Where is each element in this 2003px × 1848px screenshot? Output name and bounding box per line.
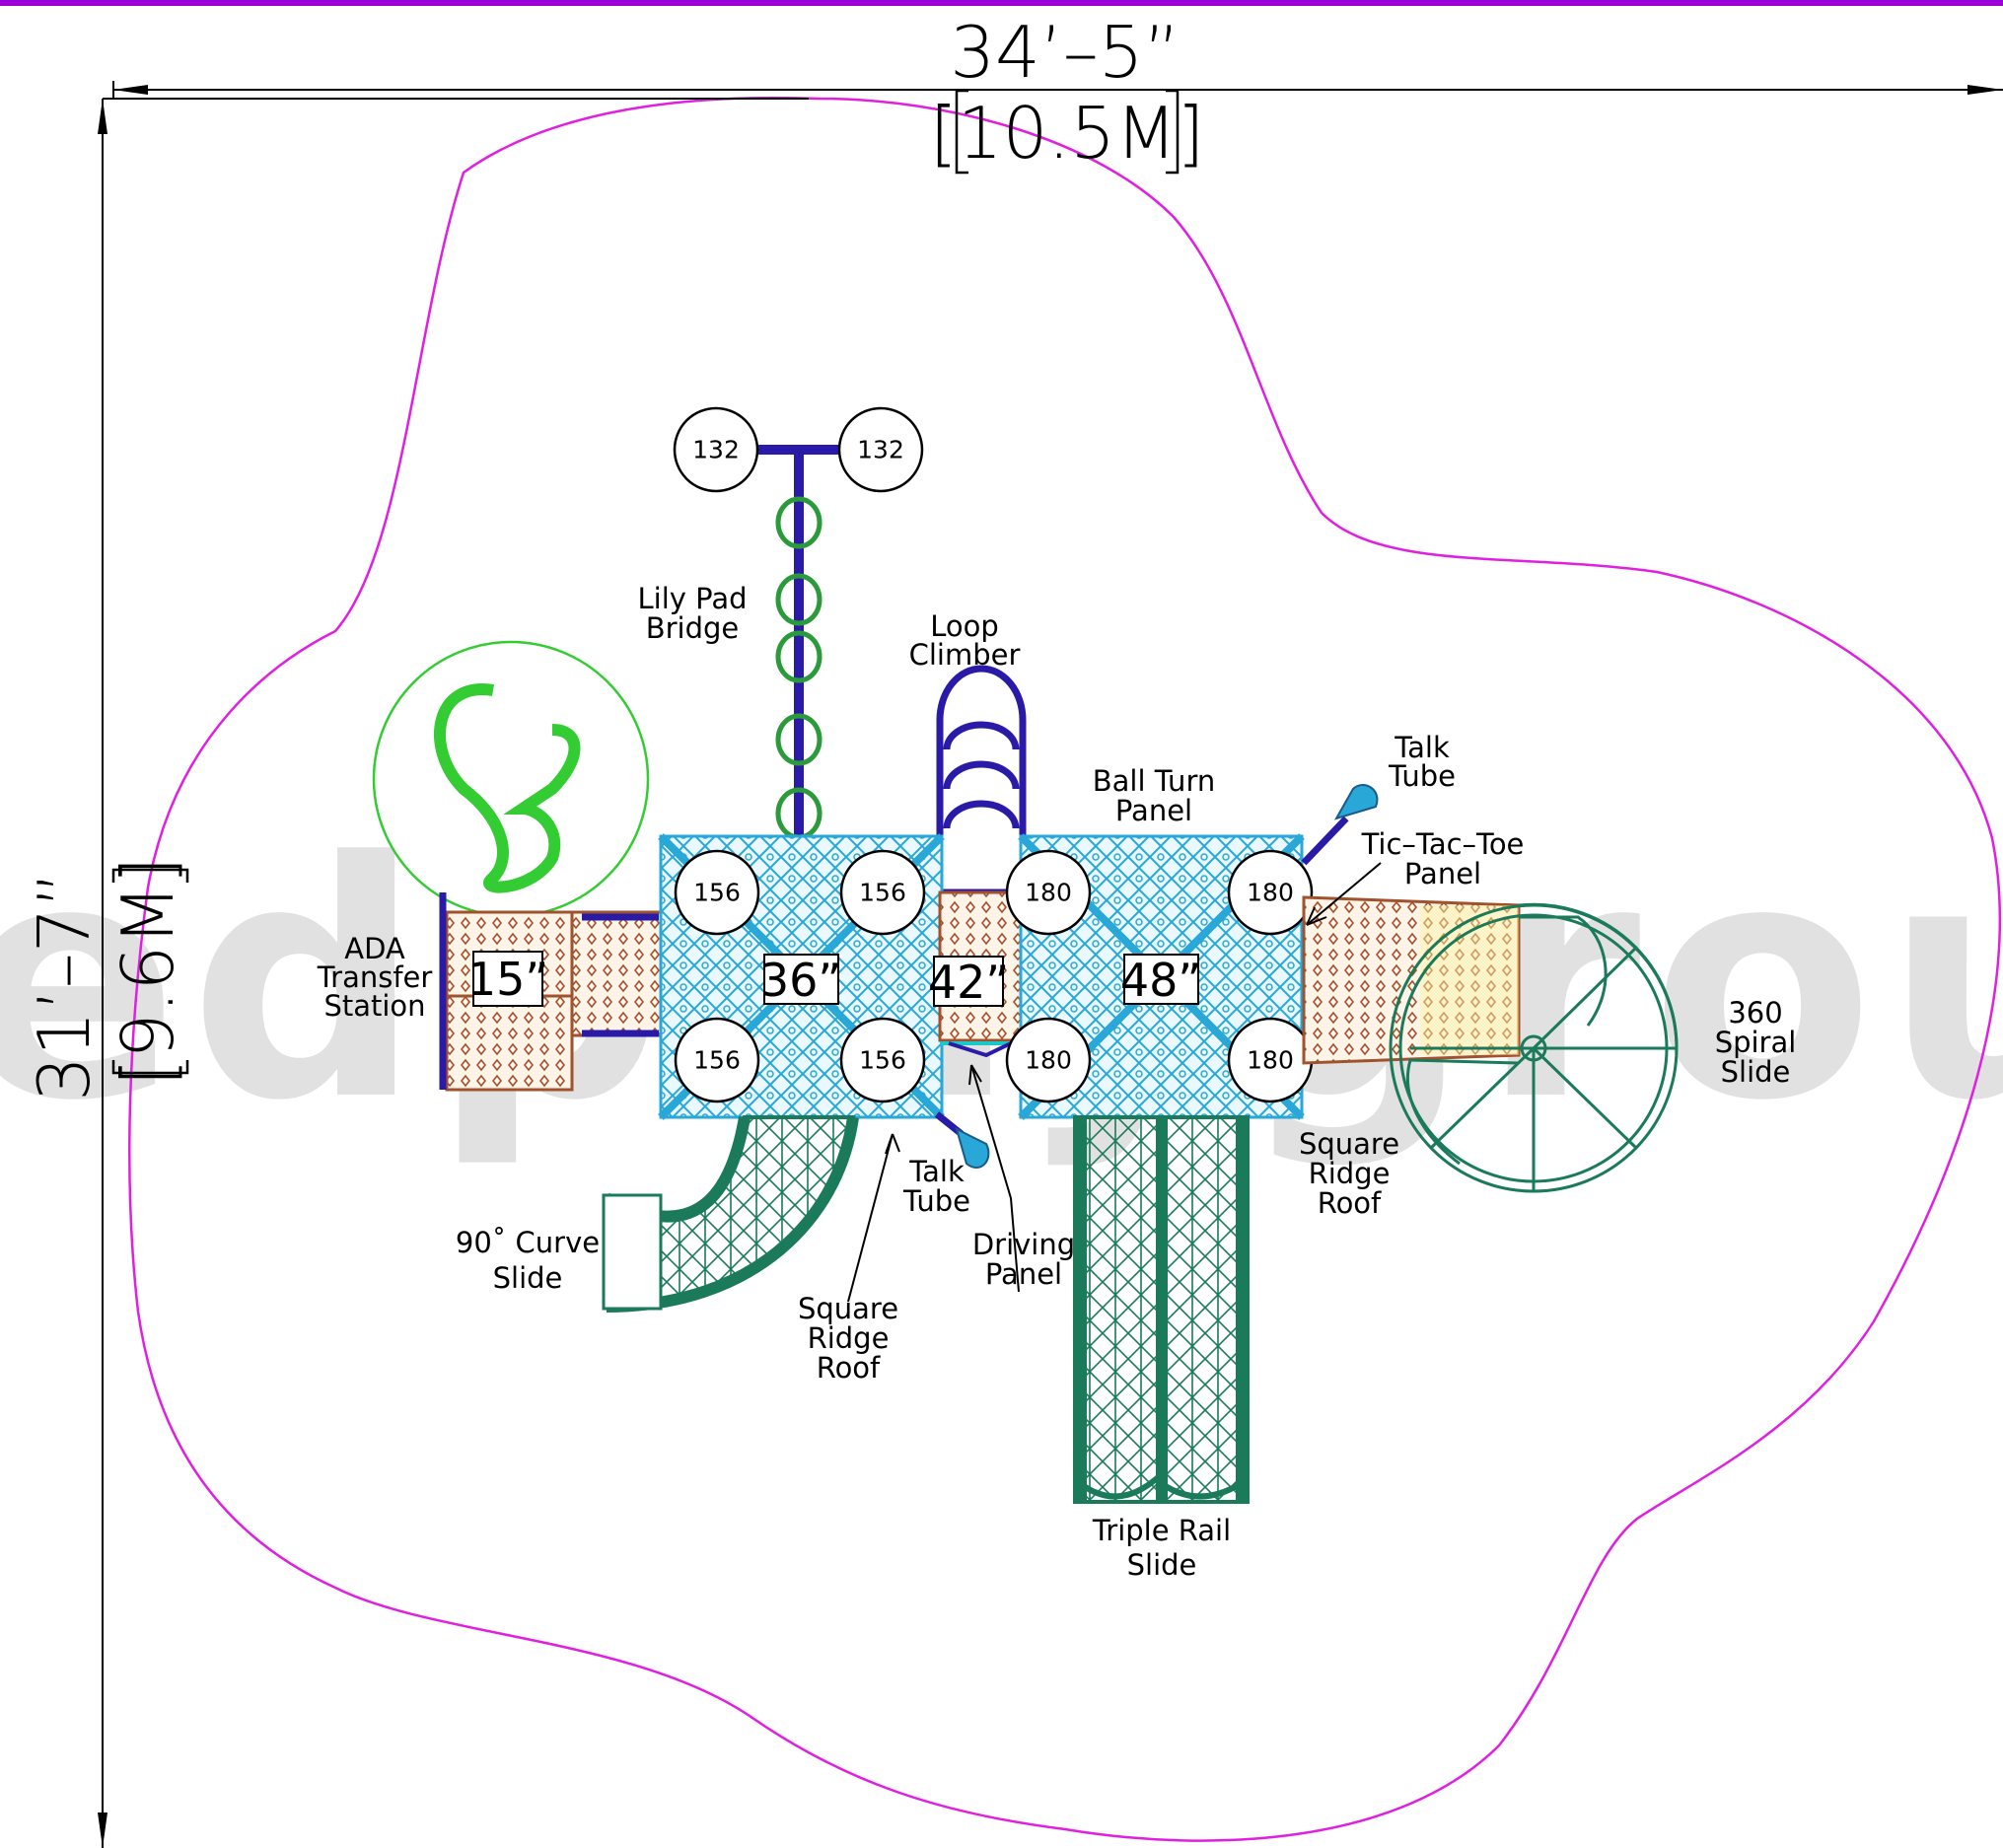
- label-square: Square: [798, 1292, 898, 1325]
- leader-lines: [847, 862, 1382, 1303]
- label-square: Square: [1299, 1127, 1399, 1161]
- post-label: 156: [859, 1046, 906, 1075]
- tic-tac-toe-panel: [1302, 895, 1521, 1065]
- label-roof: Roof: [817, 1351, 881, 1385]
- label-driving: Driving: [972, 1228, 1075, 1261]
- label-panel: Panel: [1115, 794, 1192, 827]
- post-label: 180: [1247, 879, 1294, 907]
- post-label: 156: [693, 879, 741, 907]
- post-156-tl: [674, 849, 760, 936]
- height-imperial: 31’–7”: [23, 871, 106, 1102]
- label-talk: Talk: [1394, 731, 1450, 764]
- label-ridge: Ridge: [808, 1321, 890, 1355]
- talk-tube-bottom: [934, 1111, 990, 1170]
- label-loop: Loop: [930, 609, 999, 643]
- label-ridge: Ridge: [1309, 1157, 1391, 1190]
- post-label: 132: [692, 436, 740, 464]
- width-dimension: 34’–5” [10.5M]: [112, 11, 2003, 175]
- label-climber: Climber: [909, 638, 1021, 672]
- deck-height-15: 15”: [467, 953, 548, 1006]
- component-labels: Lily Pad Bridge Loop Climber Ball Turn P…: [317, 582, 1797, 1582]
- post-156-br: [839, 1017, 926, 1103]
- label-slide: Slide: [1721, 1055, 1791, 1089]
- label-slide: Slide: [1127, 1548, 1197, 1582]
- label-slide: Slide: [493, 1261, 563, 1295]
- deck-height-36: 36”: [760, 954, 841, 1007]
- talk-tube-top: [1301, 784, 1379, 866]
- label-tic-tac-toe: Tic–Tac–Toe: [1361, 827, 1525, 861]
- label-ball-turn: Ball Turn: [1093, 764, 1215, 798]
- label-roof: Roof: [1318, 1186, 1382, 1220]
- label-bridge: Bridge: [646, 611, 740, 645]
- post-label: 132: [857, 436, 904, 464]
- post-132-left: [673, 406, 759, 493]
- post-label: 180: [1247, 1046, 1294, 1075]
- label-360: 360: [1728, 996, 1782, 1030]
- post-156-bl: [674, 1017, 760, 1103]
- width-metric: [10.5M]: [930, 92, 1205, 175]
- label-tube: Tube: [902, 1184, 970, 1218]
- height-metric: [9.6M]: [107, 857, 189, 1087]
- post-180-bl: [1005, 1017, 1092, 1103]
- label-tube: Tube: [1388, 759, 1456, 793]
- post-label: 156: [693, 1046, 741, 1075]
- post-132-right: [837, 406, 924, 493]
- label-talk: Talk: [908, 1155, 965, 1188]
- deck-42: [933, 890, 1023, 1058]
- top-bar: [0, 0, 2003, 6]
- post-180-tl: [1005, 849, 1092, 936]
- label-90-curve: 90˚ Curve: [456, 1226, 600, 1259]
- height-dimension: 31’–7” [9.6M]: [23, 98, 809, 1848]
- curve-slide: [602, 1115, 859, 1313]
- label-spiral: Spiral: [1715, 1026, 1797, 1059]
- label-transfer: Transfer: [317, 960, 433, 994]
- post-label: 156: [859, 879, 906, 907]
- post-156-tr: [839, 849, 926, 936]
- lily-pad-bridge: [754, 445, 843, 840]
- label-ada: ADA: [344, 932, 405, 965]
- label-panel: Panel: [985, 1257, 1062, 1291]
- spiral-slide: [1389, 902, 1679, 1193]
- post-label: 180: [1025, 879, 1072, 907]
- label-lily-pad: Lily Pad: [637, 582, 747, 615]
- triple-rail-slide: [1073, 1115, 1250, 1504]
- post-180-tr: [1227, 849, 1314, 936]
- width-imperial: 34’–5”: [950, 11, 1180, 94]
- label-station: Station: [323, 989, 425, 1023]
- post-label: 180: [1025, 1046, 1072, 1075]
- ada-transfer-station: [439, 892, 663, 1092]
- label-panel: Panel: [1404, 857, 1481, 890]
- deck-height-42: 42”: [928, 956, 1009, 1009]
- label-triple-rail: Triple Rail: [1092, 1514, 1231, 1547]
- deck-height-48: 48”: [1120, 954, 1201, 1007]
